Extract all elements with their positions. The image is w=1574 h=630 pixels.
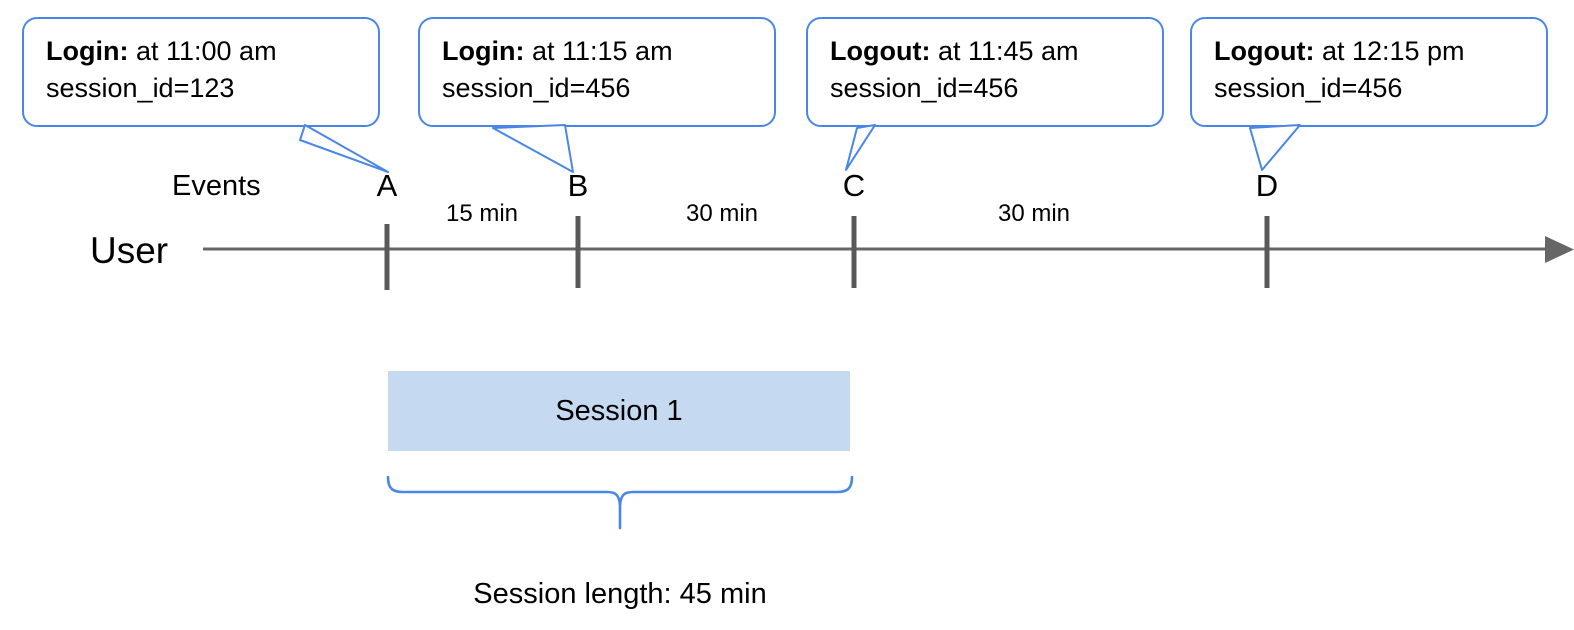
callout-a-session: session_id=123 — [46, 73, 235, 104]
node-letter-a: A — [376, 168, 398, 203]
callout-c-event: Logout: — [830, 36, 931, 66]
callout-tail-c — [845, 124, 876, 171]
callout-d-session: session_id=456 — [1214, 73, 1403, 104]
callout-tail-b — [492, 124, 574, 173]
row-label-events: Events — [172, 170, 261, 202]
callout-d: Logout: at 12:15 pm session_id=456 — [1190, 17, 1548, 127]
callout-c-session: session_id=456 — [830, 73, 1019, 104]
callout-d-event: Logout: — [1214, 36, 1315, 66]
interval-label-bc: 30 min — [685, 200, 759, 227]
row-label-user: User — [90, 230, 169, 271]
session-length-label: Session length: 45 min — [473, 578, 767, 610]
callout-tail-a — [299, 124, 389, 173]
session-box-label: Session 1 — [555, 394, 683, 427]
callout-a: Login: at 11:00 am session_id=123 — [22, 17, 380, 127]
node-letter-c: C — [842, 168, 866, 203]
callout-c: Logout: at 11:45 am session_id=456 — [806, 17, 1164, 127]
session-brace — [386, 475, 854, 530]
callout-b-time: at 11:15 am — [524, 36, 673, 66]
callout-c-time: at 11:45 am — [930, 36, 1079, 66]
callout-b-event: Login: — [442, 36, 525, 66]
callout-b: Login: at 11:15 am session_id=456 — [418, 17, 776, 127]
callout-tail-d — [1249, 124, 1301, 171]
callout-a-event: Login: — [46, 36, 129, 66]
callout-b-session: session_id=456 — [442, 73, 631, 104]
node-letter-d: D — [1255, 168, 1279, 203]
callout-a-time: at 11:00 am — [128, 36, 277, 66]
node-letter-b: B — [567, 168, 589, 203]
interval-label-ab: 15 min — [445, 200, 519, 227]
callout-d-time: at 12:15 pm — [1314, 36, 1465, 66]
timeline-axis — [203, 236, 1574, 263]
session-box: Session 1 — [388, 371, 850, 451]
interval-label-cd: 30 min — [997, 200, 1071, 227]
